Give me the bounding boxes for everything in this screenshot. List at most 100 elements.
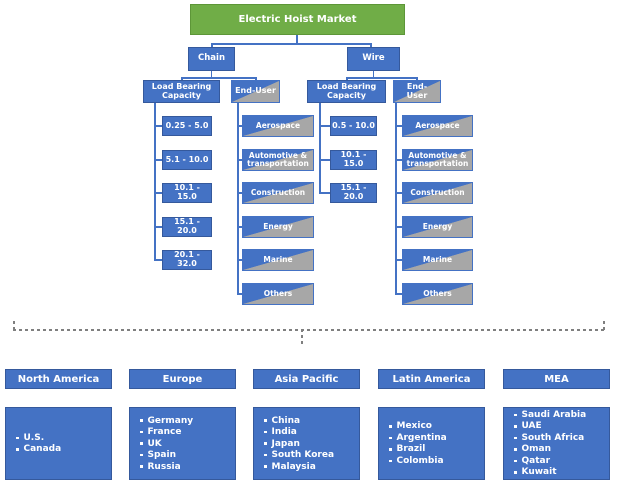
country-item: South Africa: [514, 432, 609, 444]
end-user-label: Energy: [422, 221, 453, 231]
country-list-latin-america: Mexico Argentina Brazil Colombia: [378, 407, 485, 480]
country-item: Spain: [140, 449, 235, 461]
wire-end-user-header: End-User: [393, 80, 441, 103]
chain-end-user-item: Others: [242, 283, 314, 305]
wire-label: Wire: [362, 53, 385, 64]
country-item: Malaysia: [264, 461, 359, 473]
region-label: Europe: [162, 373, 203, 385]
chain-node: Chain: [188, 47, 235, 71]
connector-line: [395, 159, 402, 161]
country-label: India: [271, 427, 297, 437]
end-user-label: Construction: [250, 187, 306, 197]
connector-line: [237, 125, 242, 127]
country-item: Mexico: [389, 421, 484, 433]
country-item: Germany: [140, 415, 235, 427]
chain-capacity-item: 20.1 - 32.0: [162, 250, 212, 270]
connector-line: [181, 77, 183, 80]
country-label: France: [147, 427, 182, 437]
chain-load-bearing-header: Load Bearing Capacity: [143, 80, 220, 103]
country-item: Brazil: [389, 444, 484, 456]
connector-line: [319, 192, 330, 194]
connector-line: [255, 77, 257, 80]
country-label: UAE: [521, 421, 542, 432]
bullet-icon: [140, 453, 143, 457]
connector-line: [237, 159, 242, 161]
country-label: Argentina: [396, 432, 447, 443]
end-user-label: Aerospace: [255, 120, 301, 130]
capacity-label: 0.5 - 10.0: [332, 120, 375, 130]
country-label: Canada: [23, 444, 62, 455]
bullet-icon: [140, 442, 143, 445]
bullet-icon: [514, 471, 517, 474]
wire-capacity-item: 15.1 - 20.0: [330, 183, 377, 203]
country-list-north-america: U.S. Canada: [5, 407, 112, 480]
country-list-asia-pacific: China India Japan South Korea Malaysia: [253, 407, 360, 480]
country-label: Russia: [147, 461, 181, 472]
end-user-label: Others: [423, 288, 452, 298]
capacity-label: 10.1 - 15.0: [174, 183, 200, 201]
country-label: China: [271, 415, 301, 426]
chain-end-user-item: Automotive & transportation: [242, 149, 314, 171]
end-user-label: Energy: [263, 221, 293, 231]
bullet-icon: [514, 448, 517, 451]
bullet-icon: [140, 465, 143, 468]
dashed-bracket-center-tick: [301, 330, 303, 344]
country-label: Kuwait: [521, 467, 557, 478]
wire-end-user-item: Construction: [402, 182, 473, 204]
connector-line: [154, 226, 162, 228]
bullet-icon: [264, 442, 267, 445]
bullet-icon: [514, 413, 517, 416]
country-item: U.S.: [16, 432, 111, 444]
connector-line: [395, 125, 402, 127]
country-list-mea: Saudi Arabia UAE South Africa Oman Qatar…: [503, 407, 610, 480]
connector-line: [319, 125, 330, 127]
country-label: Colombia: [396, 455, 444, 466]
end-user-label: Automotive & transportation: [247, 150, 309, 168]
connector-line: [154, 192, 162, 194]
country-item: Saudi Arabia: [514, 409, 609, 421]
connector-line: [211, 43, 213, 47]
region-header-north-america: North America: [5, 369, 112, 389]
connector-line: [210, 71, 212, 77]
end-user-label: Marine: [263, 254, 293, 264]
country-item: Qatar: [514, 455, 609, 467]
country-label: UK: [147, 438, 162, 449]
bullet-icon: [16, 436, 19, 439]
wire-load-bearing-header: Load Bearing Capacity: [307, 80, 386, 103]
wire-end-user-item: Marine: [402, 249, 473, 271]
country-label: Germany: [147, 415, 194, 426]
bullet-icon: [389, 425, 392, 428]
country-item: UAE: [514, 421, 609, 433]
connector-line: [346, 77, 417, 79]
region-header-mea: MEA: [503, 369, 610, 389]
country-label: South Africa: [521, 432, 585, 443]
wire-end-user-item: Automotive & transportation: [402, 149, 473, 171]
connector-line: [211, 43, 371, 45]
country-item: Japan: [264, 438, 359, 450]
chain-load-bearing-label: Load Bearing Capacity: [151, 81, 212, 100]
country-item: South Korea: [264, 449, 359, 461]
country-label: Spain: [147, 450, 177, 460]
country-label: Oman: [521, 444, 552, 455]
chain-end-user-header: End-User: [231, 80, 280, 103]
end-user-label: Marine: [422, 254, 453, 264]
connector-line: [237, 103, 239, 294]
connector-line: [154, 125, 162, 127]
country-item: India: [264, 426, 359, 438]
country-item: Oman: [514, 444, 609, 456]
bullet-icon: [264, 430, 267, 434]
connector-line: [395, 226, 402, 228]
country-label: Mexico: [396, 421, 432, 432]
connector-line: [395, 103, 397, 294]
connector-line: [395, 192, 402, 194]
bullet-icon: [514, 459, 517, 462]
chain-label: Chain: [198, 53, 225, 64]
bullet-icon: [264, 419, 267, 422]
chain-end-user-label: End-User: [235, 86, 276, 96]
chain-end-user-item: Aerospace: [242, 115, 314, 137]
connector-line: [237, 259, 242, 261]
connector-line: [154, 259, 162, 261]
country-label: U.S.: [23, 432, 45, 443]
chain-end-user-item: Construction: [242, 182, 314, 204]
